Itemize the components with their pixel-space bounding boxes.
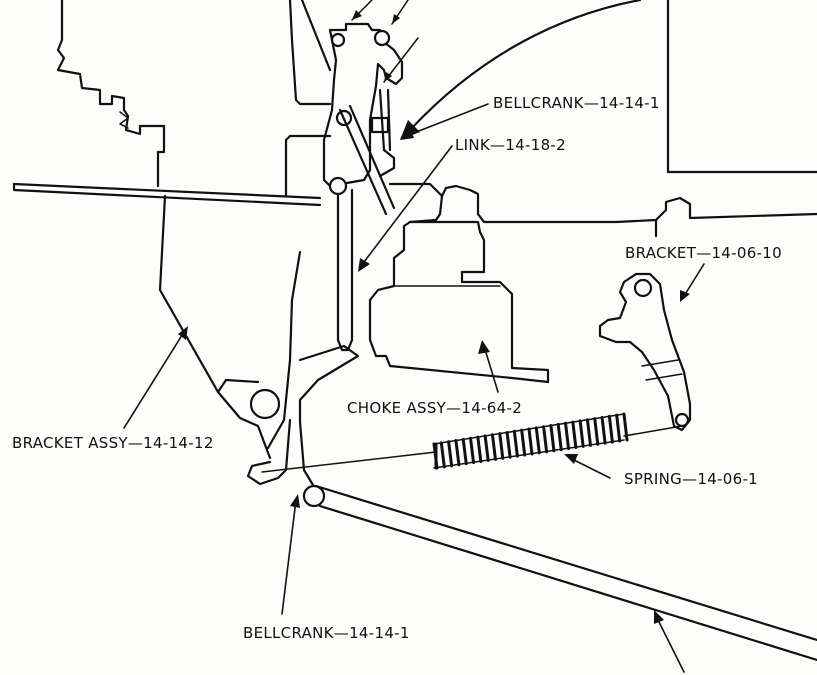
bracket-right: [598, 272, 692, 432]
spring-coil-turn: [564, 421, 571, 451]
leader-bellcrank-top-head: [400, 128, 414, 140]
spring-coil-turn: [512, 429, 519, 458]
panel-box: [666, 0, 817, 174]
curved-arrow: [408, 0, 642, 132]
top-pivot-4: [328, 176, 348, 196]
label-choke: CHOKE ASSY—14-64-2: [347, 399, 523, 417]
leader-spring-head: [564, 454, 578, 464]
link-rod-bottom: [336, 338, 354, 352]
upper-body: [288, 0, 332, 106]
choke-housing: [368, 220, 550, 384]
spring-coil: [261, 412, 683, 473]
bracket-right-bands: [641, 359, 683, 381]
bellcrank-pivot: [302, 484, 326, 508]
spring-coil-turn: [622, 412, 629, 442]
leader-bracket-right-head: [680, 290, 690, 302]
label-bellcrank-top: BELLCRANK—14-14-1: [493, 94, 660, 112]
top-arrow-heads: [352, 10, 400, 82]
label-bellcrank-bottom: BELLCRANK—14-14-1: [243, 624, 410, 642]
spring-coil-turn: [469, 436, 476, 465]
bracket-assy-plate: [158, 194, 272, 460]
spring-coil-turn: [578, 419, 585, 448]
bracket-assy-inner: [266, 250, 302, 450]
spring-coil-turn: [439, 441, 446, 469]
leader-rod-head: [654, 610, 664, 624]
spring-coil-turn: [571, 420, 578, 450]
spring-coil-turn: [527, 427, 534, 456]
spring-coil-turn: [432, 442, 439, 470]
frame-bump-1: [408, 194, 444, 224]
spring-coil-turn: [542, 425, 549, 454]
lower-rod-bottom: [318, 504, 817, 662]
spring-coil-turn: [520, 428, 527, 457]
leader-bracket-assy: [123, 331, 185, 429]
spring-coil-turn: [556, 422, 563, 452]
spring-coil-turn: [534, 426, 541, 455]
label-link: LINK—14-18-2: [455, 136, 566, 154]
spring-outline-top: [433, 413, 625, 445]
leader-bellcrank-bottom: [281, 499, 297, 615]
top-pivot-2: [373, 29, 391, 47]
bellcrank-lower: [298, 344, 360, 492]
leader-link: [363, 145, 453, 263]
frame-line: [388, 182, 817, 224]
bracket-arm: [216, 378, 260, 394]
top-stud: [378, 148, 396, 178]
label-bracket-assy: BRACKET ASSY—14-14-12: [12, 434, 214, 452]
leader-link-head: [358, 258, 370, 272]
leader-choke-head: [478, 340, 490, 354]
spring-coil-turn: [461, 437, 468, 466]
spring-coil-turn: [490, 433, 497, 461]
leader-spring: [569, 457, 611, 479]
spring-coil-turn: [447, 440, 454, 468]
upper-step: [284, 134, 332, 142]
top-link-diagonal: [338, 104, 396, 216]
throttle-rod: [12, 182, 322, 207]
bellcrank-lower-2: [246, 418, 292, 486]
upper-body-rod: [300, 0, 332, 72]
spring-coil-turn: [607, 414, 614, 444]
spring-coil-turn: [498, 432, 505, 460]
label-bracket-right: BRACKET—14-06-10: [625, 244, 782, 262]
bracket-right-hole: [633, 278, 653, 298]
lower-rod-top: [314, 484, 817, 642]
leader-bellcrank-bottom-head: [290, 494, 300, 508]
spring-coil-turn: [585, 418, 592, 447]
label-spring: SPRING—14-06-1: [624, 470, 758, 488]
leader-rod: [655, 615, 685, 673]
body-left-detail: [119, 111, 129, 129]
leader-bellcrank-top: [405, 103, 489, 137]
choke-inner: [393, 249, 501, 287]
top-pivot-1: [330, 32, 346, 48]
spring-coil-turn: [549, 424, 556, 453]
leader-choke: [483, 345, 499, 393]
leader-bracket-right: [683, 263, 705, 297]
bracket-hole: [249, 388, 281, 420]
carburetor-body: [56, 0, 166, 188]
spring-outline-bottom: [433, 439, 625, 469]
spring-coil-turn: [600, 415, 607, 445]
top-nut: [370, 116, 390, 134]
spring-coil-turn: [505, 430, 512, 459]
spring-coil-turn: [483, 434, 490, 462]
spring-coil-turn: [476, 435, 483, 464]
spring-coil-turn: [615, 413, 622, 443]
top-bellcrank-body: [322, 22, 404, 188]
spring-coil-turn: [593, 417, 600, 446]
bracket-right-pin: [674, 412, 690, 428]
spring-coil-turn: [454, 439, 461, 467]
leader-bracket-assy-head: [178, 326, 188, 340]
